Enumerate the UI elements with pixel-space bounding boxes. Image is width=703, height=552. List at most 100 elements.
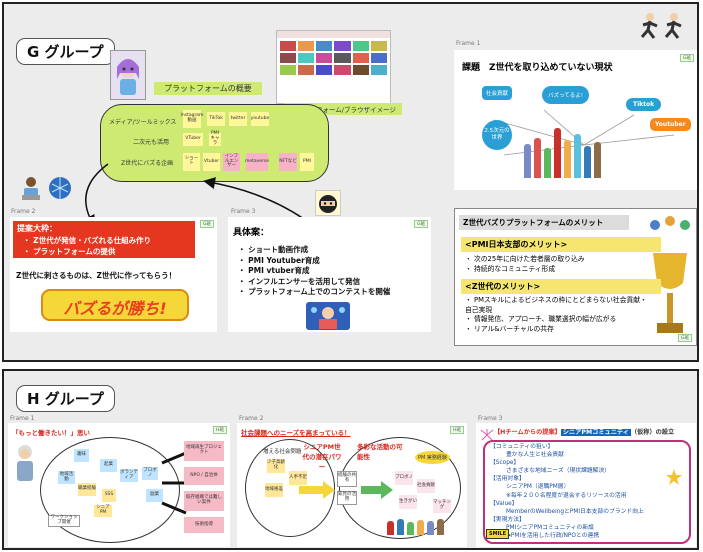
fireworks-icon [480,426,494,441]
title-suffix: （仮称）の設立 [630,429,675,436]
person-laptop-icon [20,176,42,202]
sticky-note[interactable]: PMI [300,153,314,171]
senior-crowd-illustration [387,517,444,535]
frame1-card[interactable]: G班 課題 Z世代を取り込めていない現状 社会貢献 バズってるよ! Tiktok… [454,50,697,190]
list-item: ・ 次の25年に向けた若者層の取り込み [465,255,585,263]
avatar-character-icon [110,50,146,100]
sticky-note[interactable]: 職業経験 [78,483,96,496]
sticky-note[interactable]: 人手不足 [289,471,307,485]
bubble: バズってるよ! [542,86,589,104]
list-item: ・ PMI Youtuber育成 [238,255,320,265]
group-h-label: H グループ [16,385,115,412]
sticky-note[interactable]: PMIキャラ [209,131,221,146]
community-box [483,440,691,544]
group-g-label: G グループ [16,38,115,65]
title-highlight: シニアPMコミュニティ [560,429,631,436]
smile-badge: SMILE [486,529,510,539]
sticky-note[interactable]: SSS [102,489,116,502]
sticky-note[interactable]: マッチング [433,499,451,513]
row-label-2d: 二次元も活用 [133,139,170,146]
sticky-note[interactable]: ワークショップ開催 [48,515,80,527]
frame-label: Frame 2 [239,415,264,422]
pmi-merit-list: ・ 次の25年に向けた若者層の取り込み ・ 持続的なコミュニティ形成 [465,254,585,274]
sticky-note[interactable]: 少子高齢化 [267,459,285,473]
ellipse-left [245,439,335,537]
sticky-note[interactable]: ボランティア [120,469,138,482]
sticky-note[interactable]: 副業 [146,489,163,502]
frame-label: Frame 2 [11,208,36,215]
sticky-note[interactable]: シニアPM [94,505,112,517]
sticky-note[interactable]: youtube [251,112,269,126]
sticky-note[interactable]: ショート [183,153,200,171]
frame1-title: 課題 Z世代を取り込めていない現状 [462,63,613,73]
sticky-note[interactable]: NFTなど [279,153,297,171]
sticky-note[interactable]: metaverse [245,153,269,171]
z-merit-heading: <Z世代のメリット> [461,279,661,294]
sticky-note[interactable]: 地域活動 [58,471,75,484]
group-g-section: G グループ プラットフォームの概要 プラットフォーム/ブラウザイメージ メディ… [2,2,699,362]
merit-card[interactable]: Z世代バズりプラットフォームのメリット <PMI日本支部のメリット> ・ 次の2… [454,208,697,346]
bubble: 2.5次元の世界 [482,120,512,150]
community-list: 【コミュニティの狙い】 豊かな人生と社会貢献 【Scope】 さまざまな地域ニー… [490,443,644,540]
list-item: ・ リアル&バーチャルの共存 [465,324,554,333]
sticky-note[interactable]: Instagram 動画 [181,110,203,128]
connector-arrows [83,163,305,228]
sticky-note[interactable]: 趣味 [74,449,89,462]
network-globe-icon [48,176,72,200]
sticky-note[interactable]: 起業 [100,459,117,472]
frame2-card[interactable]: G班 提案大枠： ・ Z世代が発信・バズれる仕組み作り ・ プラットフォームの提… [10,217,217,332]
sticky-note[interactable]: twitter [229,112,247,126]
list-heading: 【実現方法】 [490,516,525,523]
sticky-note[interactable]: プロボノ [395,471,413,485]
frame-tag: H班 [213,426,227,434]
overview-title: プラットフォームの概要 [154,82,262,95]
video-creator-icon [306,302,350,330]
center-label: シニアPM世代の潜在パワー [302,443,342,471]
frame-label: Frame 1 [456,40,481,47]
row-label-buzz-plan: Z世代にバズる企画 [121,160,174,167]
h-frame3-card[interactable]: 【Hチームからの提案】シニアPMコミュニティ（仮称）の設立 【コミュニティの狙い… [476,423,696,547]
target-box[interactable]: 既存組織では難しい案件 [184,491,224,511]
left-label: 増える社会問題 [263,449,302,455]
green-arrow [361,481,393,499]
frame-tag: G班 [678,334,692,342]
sticky-note[interactable]: TikTok [207,112,225,126]
sticky-note[interactable]: 地域格差 [265,483,283,497]
list-item: さまざまな地域ニーズ（現状課題解決） [506,468,611,475]
sticky-note[interactable]: プロボノ [142,467,158,480]
frame-tag: G班 [680,54,694,62]
sticky-note[interactable]: 知見の活用 [337,491,357,505]
h-frame3-title: 【Hチームからの提案】シニアPMコミュニティ（仮称）の設立 [494,427,674,436]
target-box[interactable]: 技術指導 [184,517,224,533]
target-box[interactable]: 地域再生プロジェクト [184,441,224,461]
sticky-note[interactable]: 生きがい [399,495,417,509]
frame-label: Frame 3 [231,208,256,215]
bubble: Tiktok [626,98,662,111]
group-h-section: H グループ Frame 1 H班 「もっと働きたい！」思い 趣味 起業 副業 … [2,369,699,550]
list-item: ➡PMIを活用した行政/NPOとの連携 [506,533,600,540]
h-frame2-title: 社会課題へのニーズを高まっている！ [241,429,351,437]
list-item: ※毎年２００名程度が退会するリソースの活用 [506,492,627,499]
row-label-media-mix: メディア/ツールミックス [109,119,177,126]
target-box[interactable]: NPO / 自治体 [184,467,224,485]
sticky-note[interactable]: VTuber [183,133,203,146]
frame-label: Frame 3 [478,415,503,422]
frame3-card[interactable]: G班 具体案： ・ ショート動画作成 ・ PMI Youtuber育成 ・ PM… [228,217,431,332]
sticky-note[interactable]: 経験の共有 [337,471,357,487]
sticky-note[interactable]: インフルエンサー [223,153,240,171]
frame2-tagline: Z世代に刺さるものは、Z世代に作ってもらう！ [16,271,177,280]
sticky-note[interactable]: 社会貢献 [417,479,435,493]
overview-box[interactable]: メディア/ツールミックス 二次元も活用 Z世代にバズる企画 Instagram … [100,104,329,182]
ninja-icon [315,190,341,216]
list-heading: 【コミュニティの狙い】 [490,444,554,450]
z-merit-list: ・ PMスキルによるビジネスの枠にとどまらない社会貢献・自己実現 ・ 情報発信、… [465,296,647,334]
h-frame1-card[interactable]: H班 「もっと働きたい！」思い 趣味 起業 副業 地域活動 ボランティア プロボ… [8,423,230,547]
frame-tag: H班 [450,426,464,434]
h-frame2-card[interactable]: H班 社会課題へのニーズを高まっている！ 増える社会問題 シニアPM世代の潜在パ… [237,423,467,547]
ellipse-main [40,437,180,543]
sticky-note[interactable]: Vtuber [203,153,220,171]
merit-title: Z世代バズりプラットフォームのメリット [459,215,629,230]
buzz-logo: バズるが勝ち! [40,287,190,323]
trophy-icon [645,213,695,343]
right-label: 多彩な活動の可能性 [357,443,403,461]
